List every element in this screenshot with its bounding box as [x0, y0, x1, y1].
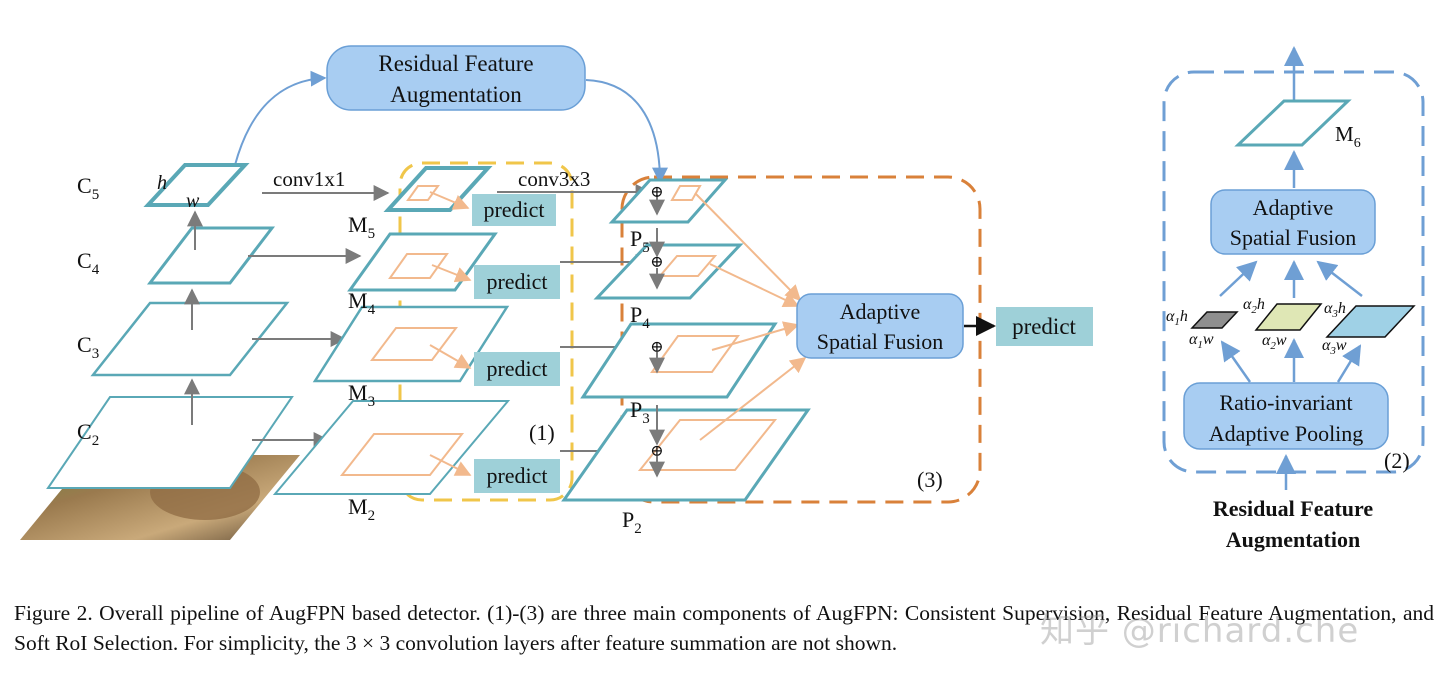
asf-box-main [796, 293, 964, 359]
m4-roi [388, 253, 449, 279]
p5-feature-map [608, 178, 729, 224]
p4-feature-map [593, 243, 744, 300]
m4-feature-map [347, 232, 498, 292]
p3-feature-map [580, 322, 778, 399]
dim-w-label: w [186, 190, 200, 212]
predict-label-m5: predict [483, 197, 544, 222]
m3-predict-arrow [429, 344, 472, 369]
m5-roi [406, 185, 440, 201]
predict-label-final: predict [1012, 314, 1076, 339]
m2-roi [339, 433, 465, 476]
c2-label: C2 [77, 419, 99, 449]
p3-roi [650, 335, 740, 373]
pool1-asf-arrow [1219, 260, 1258, 297]
pool3-asf-arrow [1316, 260, 1363, 297]
p3-label: P3 [630, 397, 650, 427]
c4-feature-map [146, 226, 276, 285]
rip-pool1-arrow [1220, 340, 1252, 383]
c2-feature-map [46, 396, 294, 489]
p2-roi [637, 419, 778, 471]
m2-feature-map [272, 400, 511, 495]
augfpn-pipeline-figure: Residual Feature Augmentation h w C5 C4 … [20, 45, 1425, 552]
sum-p4: ⊕ [650, 254, 663, 271]
asf-box-side [1210, 189, 1376, 255]
m3-label: M3 [348, 380, 375, 410]
predict-label-m4: predict [486, 269, 547, 294]
p5-asf-arrow [694, 192, 802, 302]
alpha1-h: α1h [1166, 308, 1188, 328]
predict-box-m4 [474, 265, 560, 299]
p4-label: P4 [630, 302, 650, 332]
alpha2-w: α2w [1262, 332, 1287, 352]
pooled-map-2 [1254, 303, 1323, 331]
c3-label: C3 [77, 332, 99, 362]
conv1x1-label: conv1x1 [273, 167, 345, 191]
predict-box-m2 [474, 459, 560, 493]
rfa-box [326, 45, 586, 111]
alpha2-h: α2h [1243, 296, 1265, 316]
c4-label: C4 [77, 248, 100, 278]
m2-label: M2 [348, 494, 375, 524]
p2-feature-map [561, 408, 811, 502]
m2-predict-arrow [429, 454, 472, 476]
rfa-bottom-line2: Augmentation [1226, 527, 1360, 552]
asf-main-line1: Adaptive [840, 299, 921, 324]
predict-box-m5 [472, 194, 556, 226]
sum-p3: ⊕ [650, 339, 663, 356]
p2-label: P2 [622, 507, 642, 537]
rfa-title-line2: Augmentation [390, 82, 522, 107]
asf-main-line2: Spatial Fusion [817, 329, 944, 354]
alpha1-w: α1w [1189, 331, 1214, 351]
p2-asf-arrow [699, 357, 807, 441]
asf-side-line2: Spatial Fusion [1230, 225, 1357, 250]
component-2-label: (2) [1384, 448, 1410, 473]
component-1-label: (1) [529, 420, 555, 445]
alpha3-w: α3w [1322, 337, 1347, 357]
predict-box-m3 [474, 352, 560, 386]
rip-box [1183, 382, 1389, 450]
rip-line1: Ratio-invariant [1219, 390, 1352, 415]
pooled-map-1 [1190, 311, 1239, 329]
rfa-bottom-line1: Residual Feature [1213, 496, 1374, 521]
c5-feature-map [143, 163, 250, 207]
m5-label: M5 [348, 212, 375, 242]
watermark: 知乎 @richard.che [1040, 611, 1360, 651]
m5-predict-arrow [429, 191, 470, 210]
rip-pool3-arrow [1336, 344, 1362, 383]
p4-roi [657, 255, 718, 277]
caption-text: Figure 2. Overall pipeline of AugFPN bas… [14, 601, 1434, 655]
predict-box-final [996, 307, 1093, 346]
figure-caption: Figure 2. Overall pipeline of AugFPN bas… [14, 598, 1434, 658]
predict-label-m2: predict [486, 463, 547, 488]
rfa-input-arrow [234, 70, 327, 166]
p5-roi [670, 185, 702, 201]
m6-feature-map [1234, 99, 1352, 147]
pooled-map-3 [1325, 305, 1416, 338]
m4-predict-arrow [431, 264, 472, 283]
conv3x3-label: conv3x3 [518, 167, 590, 191]
alpha3-h: α3h [1324, 300, 1346, 320]
predict-label-m3: predict [486, 356, 547, 381]
rip-line2: Adaptive Pooling [1209, 421, 1364, 446]
rfa-output-arrow [585, 79, 668, 184]
m3-roi [370, 327, 458, 361]
rfa-title-line1: Residual Feature [378, 51, 533, 76]
dim-h-label: h [157, 172, 167, 194]
p5-label: P5 [630, 226, 650, 256]
asf-side-line1: Adaptive [1253, 195, 1334, 220]
m6-label: M6 [1335, 122, 1361, 151]
c3-feature-map [90, 301, 290, 377]
p4-asf-arrow [709, 263, 800, 308]
component-3-label: (3) [917, 467, 943, 492]
sum-p5: ⊕ [650, 184, 663, 201]
sum-p2: ⊕ [650, 443, 663, 460]
m4-label: M4 [348, 288, 376, 318]
p3-asf-arrow [711, 321, 800, 351]
c5-label: C5 [77, 173, 99, 203]
